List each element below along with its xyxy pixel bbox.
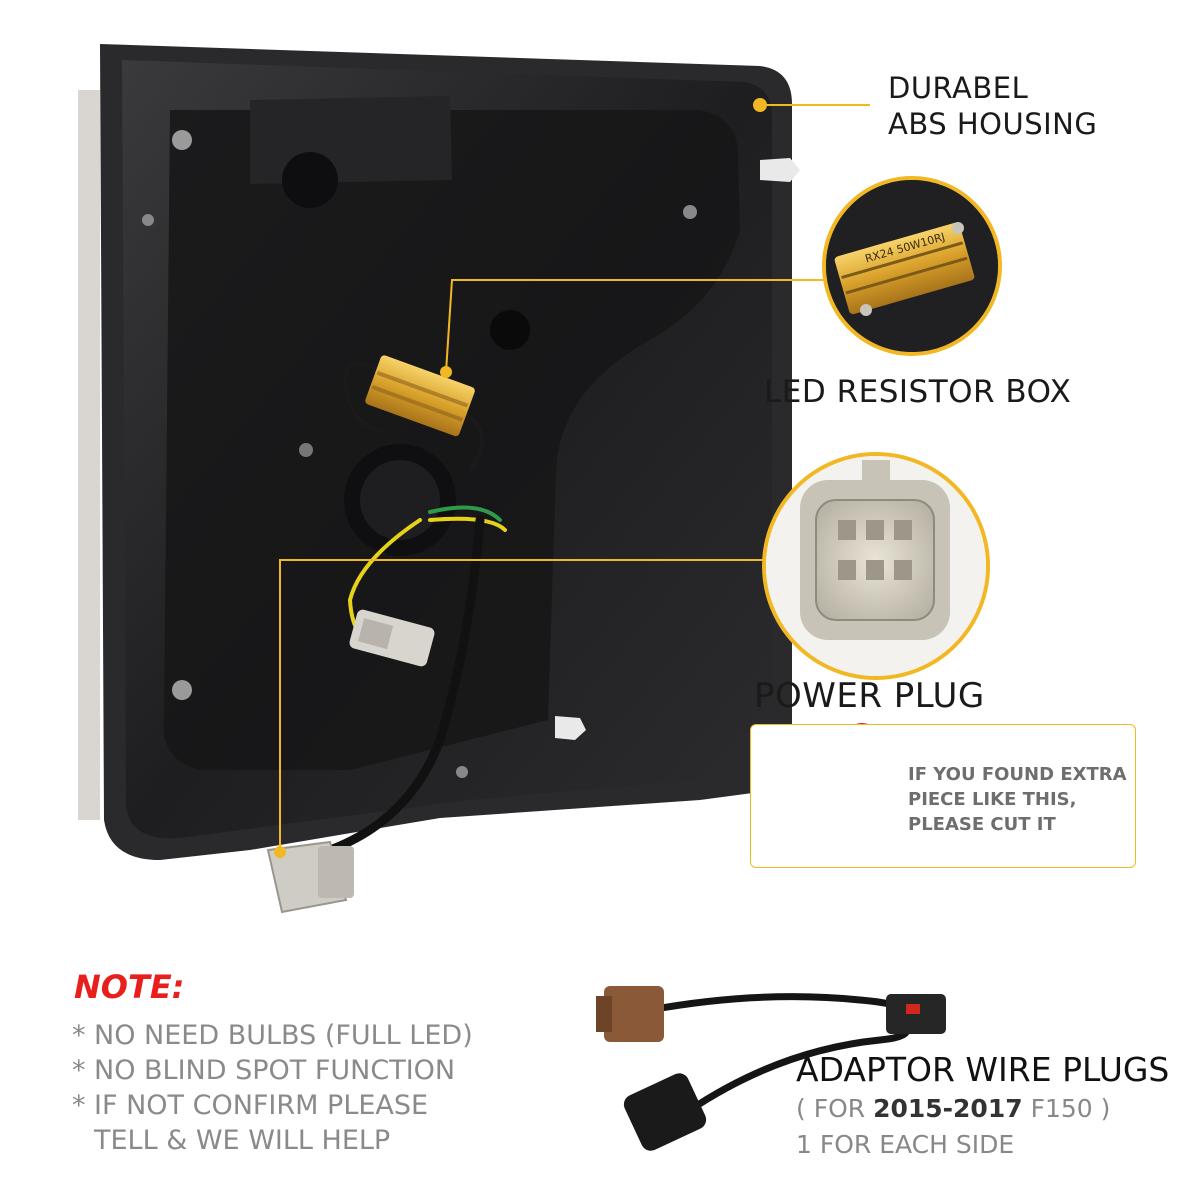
- note-item: NO BLIND SPOT FUNCTION: [72, 1053, 473, 1088]
- bulb-connector: [349, 609, 435, 667]
- note-title: NOTE:: [74, 968, 185, 1006]
- led-resistor-box: [365, 355, 475, 437]
- note-item: TELL & WE WILL HELP: [94, 1125, 391, 1156]
- cut-note-line3: PLEASE CUT IT: [908, 814, 1056, 835]
- cut-note-box: [750, 724, 1136, 868]
- power-plug-label: POWER PLUG: [754, 676, 985, 716]
- adaptor-fitment: ( FOR 2015-2017 F150 ): [796, 1094, 1110, 1123]
- resistor-zoom: RX24 50W10RJ: [822, 176, 1002, 356]
- adaptor-years: 2015-2017: [873, 1094, 1023, 1123]
- abs-housing-label-line1: DURABEL: [888, 71, 1029, 105]
- adaptor-for-open: ( FOR: [796, 1094, 874, 1123]
- note-item: IF NOT CONFIRM PLEASE: [72, 1088, 473, 1123]
- cut-note-line2: PIECE LIKE THIS,: [908, 789, 1077, 810]
- adaptor-for-close: ): [1092, 1094, 1111, 1123]
- abs-housing-label-line2: ABS HOUSING: [888, 107, 1098, 141]
- adaptor-title: ADAPTOR WIRE PLUGS: [796, 1050, 1170, 1089]
- adaptor-model: F150: [1030, 1094, 1093, 1123]
- abs-housing: [78, 44, 800, 860]
- cut-note-text: IF YOU FOUND EXTRA PIECE LIKE THIS, PLEA…: [908, 762, 1127, 837]
- adaptor-quantity: 1 FOR EACH SIDE: [796, 1130, 1015, 1159]
- abs-housing-label: DURABEL ABS HOUSING: [888, 70, 1097, 142]
- note-list: NO NEED BULBS (FULL LED) NO BLIND SPOT F…: [72, 1018, 473, 1158]
- note-item: NO NEED BULBS (FULL LED): [72, 1018, 473, 1053]
- cut-note-line1: IF YOU FOUND EXTRA: [908, 764, 1127, 785]
- output-plug: [266, 840, 354, 914]
- led-resistor-box-label: LED RESISTOR BOX: [764, 374, 1072, 410]
- power-plug-zoom: [762, 452, 990, 680]
- adaptor-wire-plugs: [596, 986, 946, 1151]
